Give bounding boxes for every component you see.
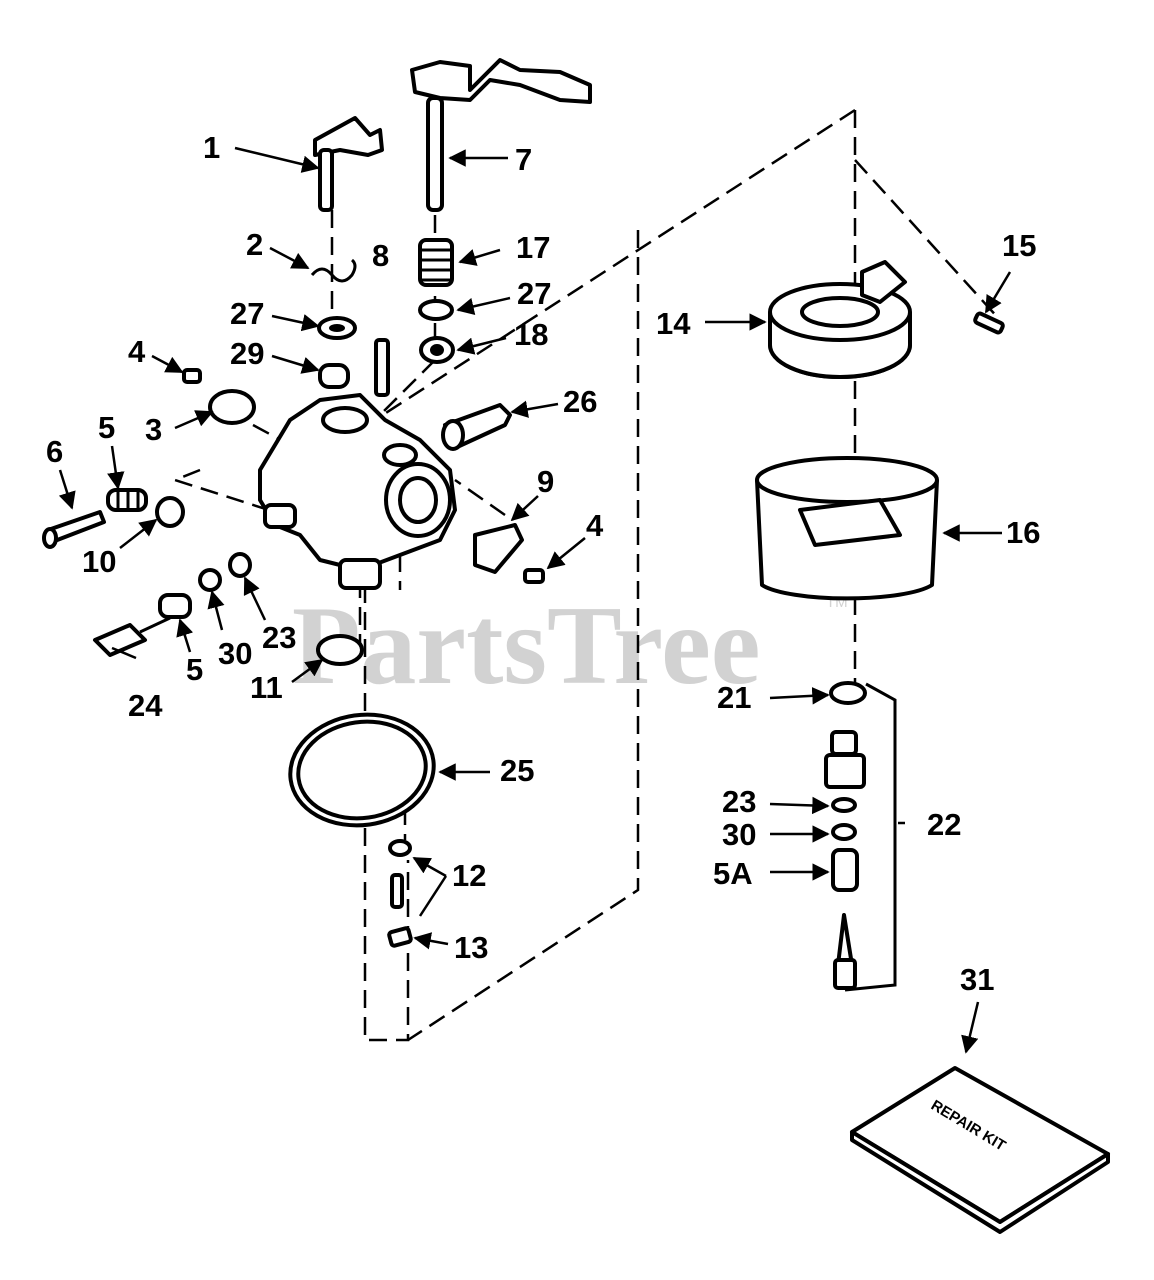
callout-4a: 4 bbox=[128, 334, 146, 369]
part-needle-valve-22 bbox=[833, 913, 857, 990]
callout-11: 11 bbox=[250, 670, 283, 705]
part-float-bowl-16 bbox=[755, 456, 939, 601]
callout-6: 6 bbox=[46, 434, 63, 469]
part-pin-15 bbox=[973, 311, 1005, 335]
callout-13: 13 bbox=[454, 930, 488, 965]
callout-26: 26 bbox=[563, 384, 597, 419]
callout-8: 8 bbox=[372, 238, 389, 273]
callout-14: 14 bbox=[656, 306, 691, 341]
part-gasket-25 bbox=[288, 712, 436, 828]
callout-12: 12 bbox=[452, 858, 486, 893]
callout-23a: 23 bbox=[262, 620, 296, 655]
callout-30b: 30 bbox=[722, 817, 756, 852]
callout-18: 18 bbox=[514, 317, 548, 352]
part-screw-4a bbox=[182, 368, 202, 384]
watermark: PartsTree TM bbox=[292, 584, 848, 708]
part-washer-27b bbox=[418, 299, 454, 321]
part-float-11 bbox=[316, 634, 364, 666]
callout-22: 22 bbox=[927, 807, 961, 842]
part-plug-10 bbox=[155, 496, 185, 528]
callout-5b: 5 bbox=[186, 652, 203, 687]
callout-25: 25 bbox=[500, 753, 534, 788]
part-needle-set-12 bbox=[388, 839, 412, 909]
callout-24: 24 bbox=[128, 688, 163, 723]
part-fitting-26 bbox=[441, 403, 512, 451]
part-oring-30b bbox=[831, 823, 857, 841]
part-oring-30a bbox=[198, 568, 222, 592]
part-pin-8 bbox=[374, 338, 390, 397]
assembly-lines bbox=[171, 108, 1001, 1042]
callout-10: 10 bbox=[82, 544, 116, 579]
part-repair-kit-31: REPAIR KIT bbox=[850, 1066, 1110, 1234]
callout-29: 29 bbox=[230, 336, 264, 371]
callout-30a: 30 bbox=[218, 636, 252, 671]
part-float-bowl-cover-14 bbox=[768, 260, 912, 379]
callout-7: 7 bbox=[515, 142, 532, 177]
part-washer-23a bbox=[228, 552, 252, 578]
callout-31: 31 bbox=[960, 962, 994, 997]
callout-5a: 5 bbox=[98, 410, 115, 445]
callout-2: 2 bbox=[246, 227, 263, 262]
callout-23b: 23 bbox=[722, 784, 756, 819]
part-spring-5A bbox=[831, 848, 859, 892]
callout-21: 21 bbox=[717, 680, 751, 715]
callout-4b: 4 bbox=[586, 508, 604, 543]
callout-16: 16 bbox=[1006, 515, 1040, 550]
part-spring-2 bbox=[310, 258, 357, 283]
leader-arrows bbox=[58, 146, 1012, 1054]
part-screw-6 bbox=[42, 510, 106, 549]
part-spring-17 bbox=[418, 238, 454, 287]
callout-1: 1 bbox=[203, 130, 220, 165]
part-gasket-27a bbox=[317, 316, 357, 340]
callout-17: 17 bbox=[516, 230, 550, 265]
part-seal-29 bbox=[318, 363, 350, 389]
part-nut-22 bbox=[824, 730, 866, 789]
part-plate-3 bbox=[208, 389, 256, 425]
callout-labels: 1 2 3 4 4 5 5 5A 6 7 8 9 10 11 12 13 14 … bbox=[46, 130, 1040, 997]
part-screw-4b bbox=[523, 568, 545, 584]
callout-27a: 27 bbox=[230, 296, 264, 331]
watermark-text: PartsTree bbox=[292, 584, 761, 708]
callout-27b: 27 bbox=[517, 276, 551, 311]
part-choke-lever bbox=[410, 58, 592, 212]
part-needle-24 bbox=[93, 616, 171, 657]
callout-9: 9 bbox=[537, 464, 554, 499]
callout-3: 3 bbox=[145, 412, 162, 447]
part-carburetor-body bbox=[258, 393, 457, 590]
callout-5A: 5A bbox=[713, 856, 753, 891]
callout-15: 15 bbox=[1002, 228, 1036, 263]
part-spring-5a bbox=[106, 488, 148, 512]
part-plate-9 bbox=[473, 523, 524, 574]
part-clip-13 bbox=[387, 926, 413, 948]
part-bushing-18 bbox=[419, 336, 455, 364]
part-washer-21 bbox=[829, 681, 867, 705]
part-spring-5b bbox=[158, 593, 192, 619]
part-throttle-lever bbox=[313, 116, 384, 212]
part-washer-23b bbox=[831, 797, 857, 813]
